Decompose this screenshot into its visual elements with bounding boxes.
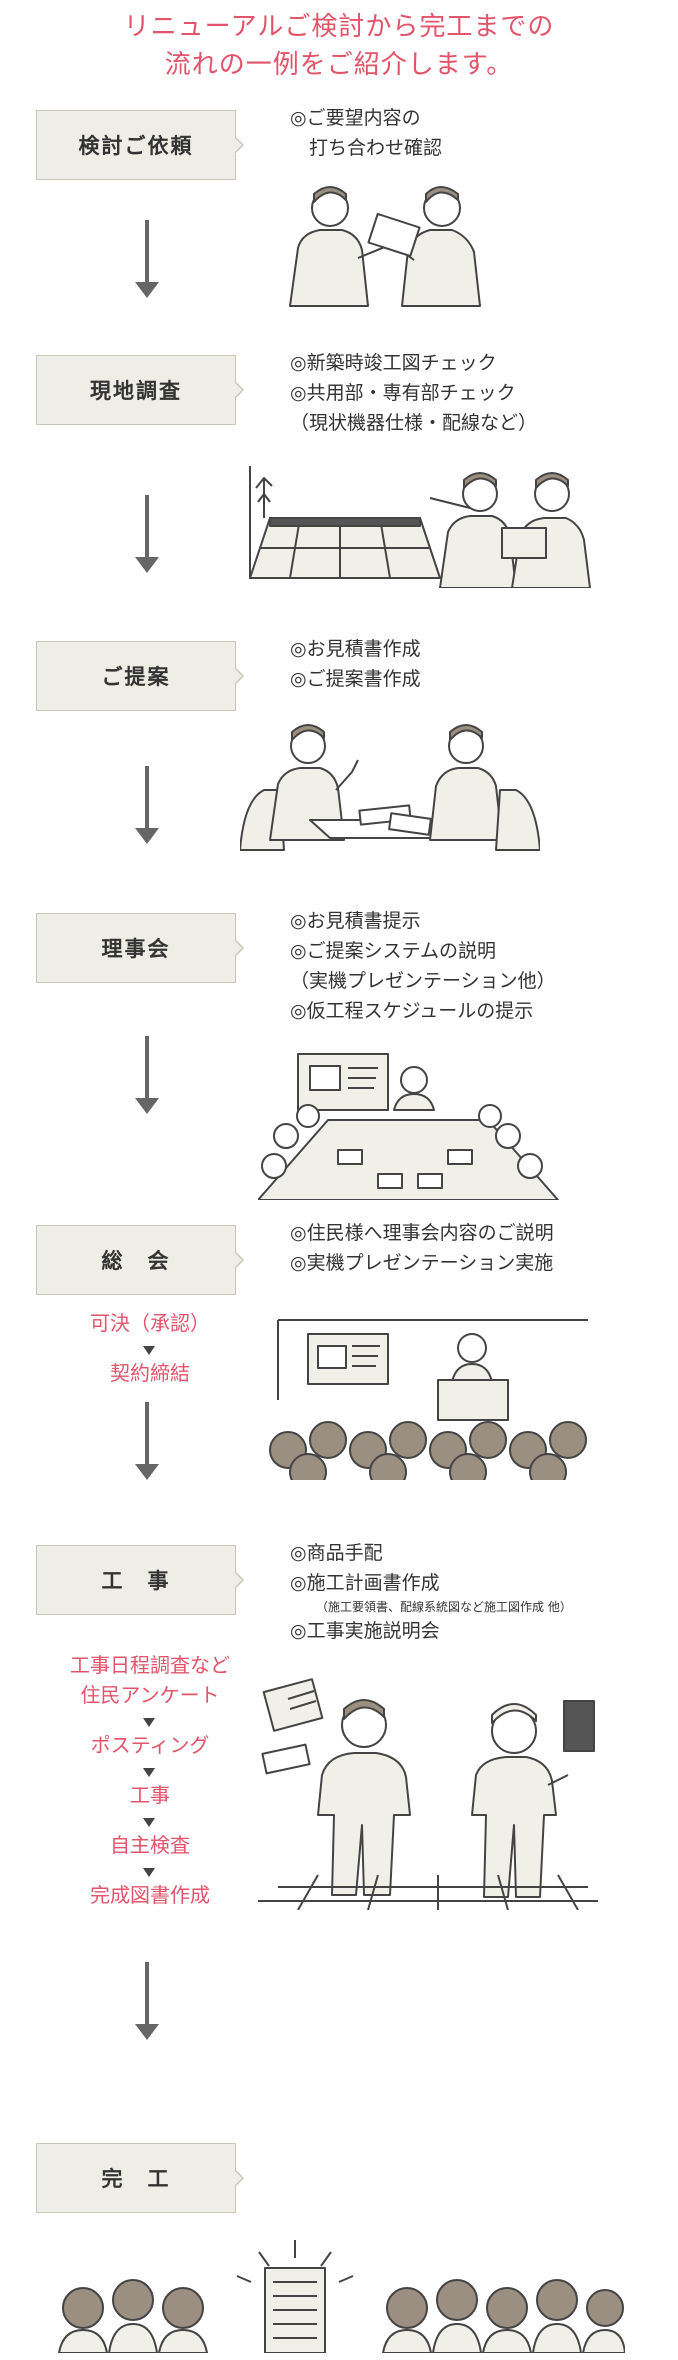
step-label: ご提案 [36,641,236,711]
flow-arrow [135,1962,159,2042]
page-title: リニューアルご検討から完工までの 流れの一例をご紹介します。 [0,8,678,84]
title-line-2: 流れの一例をご紹介します。 [164,50,514,80]
step-kanko: 完 工 [36,2143,244,2213]
sokai-flow-item: 契約締結 [110,1361,190,1385]
step-genchi-chosa: 現地調査 [36,355,244,425]
step-pointer [234,381,244,399]
step-koji: 工 事 [36,1545,244,1615]
note-line: ◎新築時竣工図チェック [290,352,497,374]
step-pointer [234,136,244,154]
koji-flow-item: 完成図書作成 [90,1883,210,1907]
proposal-meeting-illustration [240,724,540,851]
step-label: 理事会 [36,913,236,983]
step-pointer [234,939,244,957]
note-line: （現状機器仕様・配線など） [290,412,538,434]
flow-triangle [143,1818,155,1827]
step-goteian: ご提案 [36,641,244,711]
step-notes: ◎お見積書作成 ◎ご提案書作成 [290,634,421,694]
board-meeting-illustration [258,1053,559,1200]
step-pointer [234,1251,244,1269]
koji-flow-item: 自主検査 [110,1833,190,1857]
note-line: （実機プレゼンテーション他） [290,970,556,992]
flow-triangle [143,1768,155,1777]
flow-triangle [143,1346,155,1355]
step-rijikai: 理事会 [36,913,244,983]
step-notes: ◎新築時竣工図チェック ◎共用部・専有部チェック （現状機器仕様・配線など） [290,348,537,438]
note-line: ◎仮工程スケジュールの提示 [290,1000,534,1022]
note-line: ◎共用部・専有部チェック [290,382,516,404]
note-line: ◎ご要望内容の [290,107,421,129]
meeting-handshake-illustration [289,186,481,307]
flow-arrow [135,495,159,575]
step-kento-irai: 検討ご依頼 [36,110,244,180]
step-label: 工 事 [36,1545,236,1615]
step-notes: ◎商品手配 ◎施工計画書作成 （施工要領書、配線系統図など施工図作成 他） ◎工… [290,1538,572,1646]
note-line: ◎ご提案システムの説明 [290,940,497,962]
note-line: ◎住民様へ理事会内容のご説明 [290,1222,554,1244]
flow-arrow [135,220,159,300]
note-line: 打ち合わせ確認 [290,137,443,159]
flow-arrow [135,766,159,846]
koji-flow-item: ポスティング [90,1733,210,1757]
note-line: ◎お見積書提示 [290,910,421,932]
construction-workers-illustration [258,1678,598,1910]
step-pointer [234,2169,244,2187]
step-pointer [234,1571,244,1589]
flow-arrow [135,1402,159,1482]
note-line: ◎ご提案書作成 [290,668,421,690]
step-pointer [234,667,244,685]
step-notes: ◎お見積書提示 ◎ご提案システムの説明 （実機プレゼンテーション他） ◎仮工程ス… [290,906,556,1026]
step-sokai: 総 会 [36,1225,244,1295]
sokai-flow-item: 可決（承認） [90,1311,210,1335]
note-line: ◎お見積書作成 [290,638,421,660]
step-label: 検討ご依頼 [36,110,236,180]
koji-flow-item: 工事 [130,1783,170,1807]
flow-triangle [143,1718,155,1727]
general-assembly-illustration [269,1319,588,1480]
note-line: （施工要領書、配線系統図など施工図作成 他） [316,1600,572,1614]
title-line-1: リニューアルご検討から完工までの [123,12,555,42]
note-line: ◎商品手配 [290,1542,383,1564]
note-line: ◎実機プレゼンテーション実施 [290,1252,554,1274]
step-notes: ◎ご要望内容の 打ち合わせ確認 [290,103,442,163]
step-label: 総 会 [36,1225,236,1295]
step-label: 完 工 [36,2143,236,2213]
note-line: ◎施工計画書作成 [290,1572,440,1594]
koji-flow-item: 工事日程調査など [70,1653,230,1677]
site-survey-illustration [249,466,591,588]
flow-triangle [143,1868,155,1877]
koji-flow-item: 住民アンケート [80,1683,220,1707]
completion-celebration-illustration [58,2240,625,2353]
step-label: 現地調査 [36,355,236,425]
note-line: ◎工事実施説明会 [290,1620,440,1642]
flow-arrow [135,1036,159,1116]
step-notes: ◎住民様へ理事会内容のご説明 ◎実機プレゼンテーション実施 [290,1218,554,1278]
